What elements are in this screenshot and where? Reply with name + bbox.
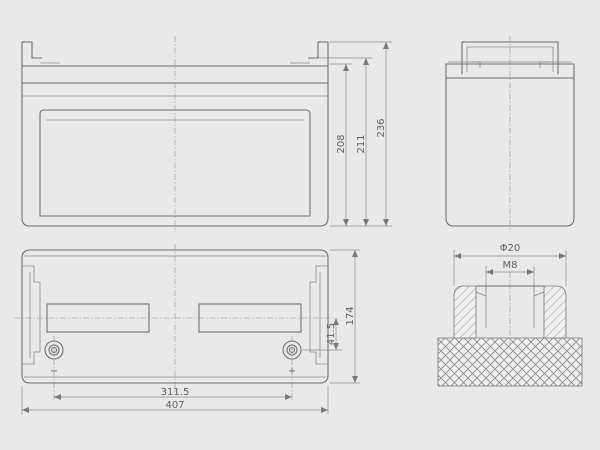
side-view	[445, 36, 575, 232]
dim-label-407: 407	[165, 400, 184, 411]
dim-label-m8: M8	[503, 260, 518, 271]
dim-label-236: 236	[376, 118, 387, 137]
front-label-panel	[39, 109, 311, 217]
dim-label-41-5: 41.5	[326, 323, 337, 345]
dim-label-174: 174	[345, 306, 356, 325]
dim-label-208: 208	[336, 134, 347, 153]
front-view: 208 211 236	[21, 36, 392, 232]
front-right-post	[308, 41, 329, 66]
detail-post-left	[453, 285, 477, 339]
dim-label-phi20: Φ20	[500, 243, 521, 254]
top-view: − + 174 41.5 311.5 407	[14, 244, 360, 414]
terminal-detail: Φ20 M8	[437, 243, 583, 387]
front-left-post	[21, 41, 42, 66]
detail-base-hatch	[437, 337, 583, 387]
detail-post-right	[543, 285, 567, 339]
dim-label-311-5: 311.5	[161, 387, 190, 398]
dim-label-211: 211	[356, 134, 367, 153]
top-case	[21, 249, 329, 384]
